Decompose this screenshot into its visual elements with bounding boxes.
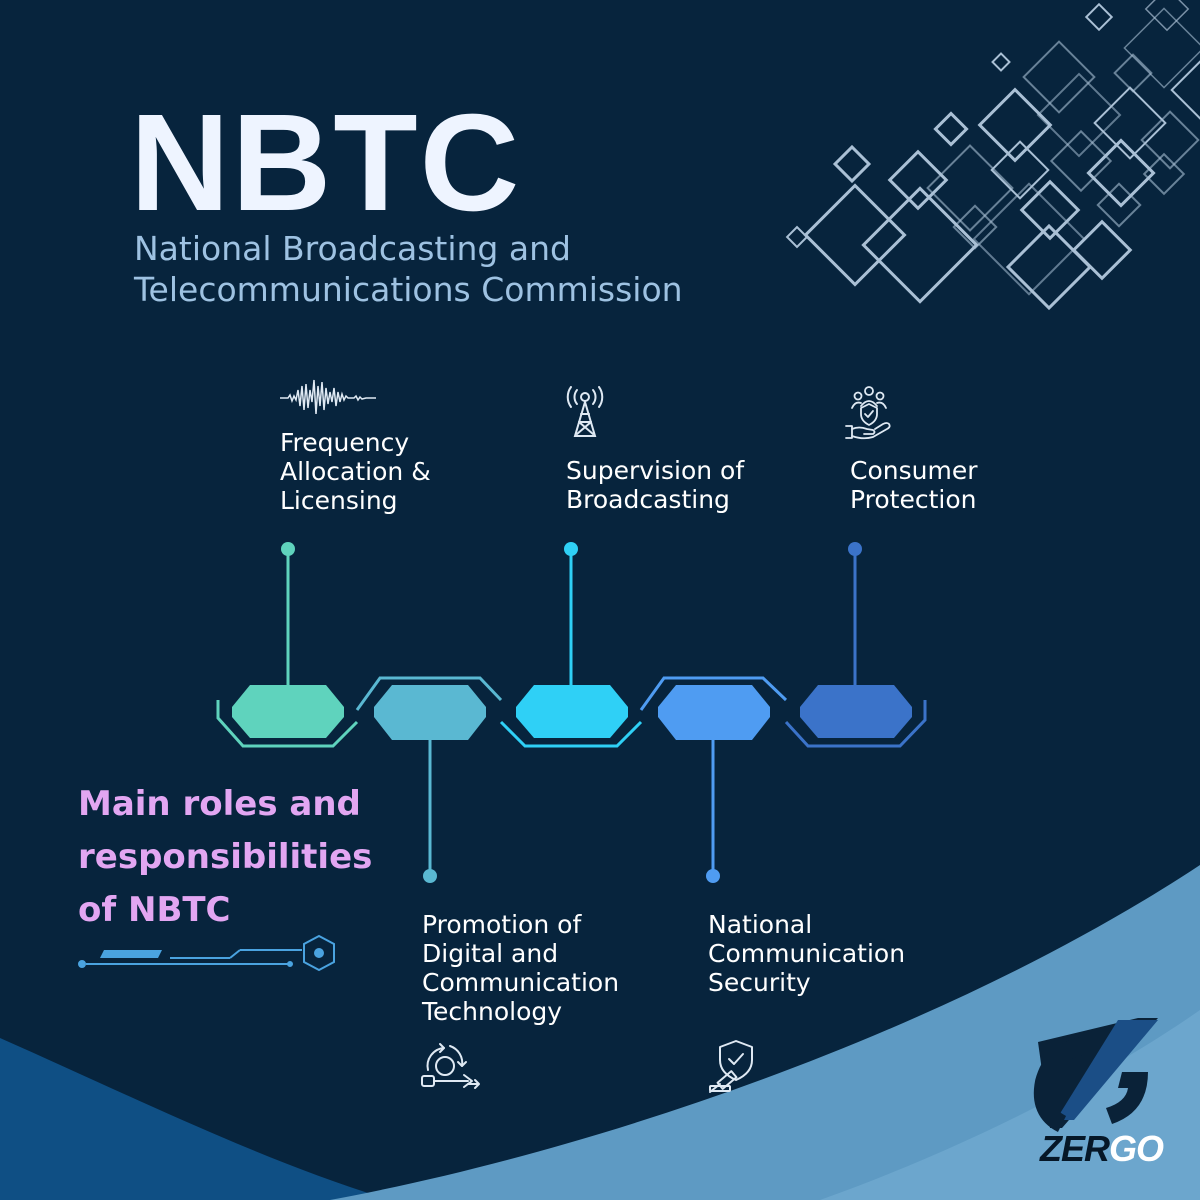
- connector-dot-frequency: [281, 542, 295, 556]
- circuit-decoration: [78, 934, 335, 972]
- role-supervision-broadcasting: Supervision of Broadcasting: [566, 456, 744, 514]
- top-connectors: [286, 549, 857, 688]
- background-wave-light: [330, 865, 1200, 1200]
- zergo-logo-icon: [1033, 1018, 1158, 1133]
- consumer-protection-icon: [845, 386, 891, 440]
- hex-node-security: [658, 685, 770, 740]
- caption-line-3: of NBTC: [78, 890, 231, 930]
- hexagon-outlines: [216, 676, 927, 748]
- background-wave-dark: [0, 1038, 390, 1200]
- role-supervision-line-1: Supervision of: [566, 456, 745, 485]
- caption-line-2: responsibilities: [78, 837, 373, 877]
- role-security-line-2: Communication: [708, 939, 906, 968]
- role-promotion-line-3: Communication: [422, 968, 620, 997]
- connector-dot-promotion: [423, 869, 437, 883]
- role-promotion-line-2: Digital and: [422, 939, 559, 968]
- bottom-connectors: [428, 738, 715, 875]
- zergo-logo-wordmark: ZERGO: [1040, 1128, 1164, 1170]
- role-security-line-3: Security: [708, 968, 811, 997]
- caption-line-1: Main roles and: [78, 784, 361, 824]
- role-frequency-line-2: Allocation &: [280, 457, 431, 486]
- hex-node-frequency: [232, 685, 344, 738]
- sound-wave-icon: [280, 379, 376, 415]
- subtitle-line-1: National Broadcasting and: [134, 229, 571, 268]
- role-frequency-line-1: Frequency: [280, 428, 410, 457]
- role-consumer-line-1: Consumer: [850, 456, 978, 485]
- role-frequency-allocation: Frequency Allocation & Licensing: [280, 428, 431, 515]
- broadcast-tower-icon: [566, 386, 604, 437]
- hex-node-promotion: [374, 685, 486, 740]
- role-security-line-1: National: [708, 910, 813, 939]
- connector-dot-security: [706, 869, 720, 883]
- role-consumer-protection: Consumer Protection: [850, 456, 977, 514]
- decorative-squares: [785, 0, 1200, 311]
- role-supervision-line-2: Broadcasting: [566, 485, 730, 514]
- hex-node-consumer: [800, 685, 912, 738]
- caption: Main roles and responsibilities of NBTC: [78, 778, 372, 937]
- connector-dot-consumer: [848, 542, 862, 556]
- page-subtitle: National Broadcasting and Telecommunicat…: [134, 228, 683, 310]
- role-promotion-digital: Promotion of Digital and Communication T…: [422, 910, 619, 1026]
- process-cycle-icon: [421, 1043, 480, 1089]
- role-national-security: National Communication Security: [708, 910, 905, 997]
- connector-dot-supervision: [564, 542, 578, 556]
- role-promotion-line-4: Technology: [422, 997, 563, 1026]
- role-frequency-line-3: Licensing: [280, 486, 398, 515]
- hex-node-supervision: [516, 685, 628, 738]
- page-title: NBTC: [130, 86, 522, 240]
- subtitle-line-2: Telecommunications Commission: [134, 270, 683, 309]
- role-consumer-line-2: Protection: [850, 485, 977, 514]
- background-wave-highlight: [820, 1010, 1200, 1200]
- role-promotion-line-1: Promotion of: [422, 910, 582, 939]
- logo-text-light: GO: [1109, 1128, 1164, 1169]
- logo-text-dark: ZER: [1040, 1128, 1110, 1169]
- shield-security-icon: [709, 1040, 753, 1093]
